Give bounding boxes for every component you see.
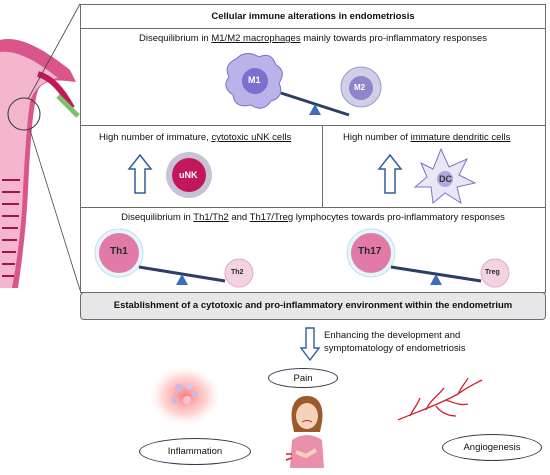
m1-label: M1 bbox=[248, 75, 261, 85]
treg-label: Treg bbox=[485, 269, 500, 276]
lymphocyte-seesaw-graphic bbox=[94, 228, 510, 288]
conclusion-text: Establishment of a cytotoxic and pro-inf… bbox=[113, 300, 513, 311]
consequence-line1: Enhancing the development and bbox=[324, 330, 461, 341]
unk-label: uNK bbox=[179, 170, 198, 180]
inflammation-icon bbox=[147, 364, 223, 428]
unk-text: High number of immature, cytotoxic uNK c… bbox=[99, 132, 292, 143]
woman-in-pain-icon bbox=[285, 396, 324, 468]
conclusion-box: Establishment of a cytotoxic and pro-inf… bbox=[80, 292, 546, 320]
lymphocyte-text: Disequilibrium in Th1/Th2 and Th17/Treg … bbox=[121, 212, 505, 223]
down-arrow-icon bbox=[300, 327, 320, 362]
dc-label: DC bbox=[439, 174, 452, 184]
dc-graphic bbox=[377, 147, 477, 205]
consequence-line2: symptomatology of endometriosis bbox=[324, 343, 466, 354]
th1-label: Th1 bbox=[110, 246, 128, 257]
m2-label: M2 bbox=[354, 83, 366, 92]
th17-label: Th17 bbox=[358, 246, 382, 257]
macrophage-seesaw-graphic bbox=[225, 53, 382, 117]
macrophage-text: Disequilibrium in M1/M2 macrophages main… bbox=[139, 33, 487, 44]
angiogenesis-icon bbox=[397, 377, 483, 421]
pain-label: Pain bbox=[268, 368, 338, 388]
zoom-lines bbox=[27, 3, 81, 291]
unk-graphic bbox=[127, 152, 212, 198]
inflammation-label: Inflammation bbox=[139, 438, 251, 465]
panel-title: Cellular immune alterations in endometri… bbox=[211, 11, 415, 22]
uterus-illustration bbox=[0, 39, 80, 288]
dc-text: High number of immature dendritic cells bbox=[343, 132, 511, 143]
immune-alterations-panel: Cellular immune alterations in endometri… bbox=[80, 4, 546, 293]
th2-label: Th2 bbox=[231, 269, 244, 276]
angiogenesis-label: Angiogenesis bbox=[442, 434, 542, 461]
